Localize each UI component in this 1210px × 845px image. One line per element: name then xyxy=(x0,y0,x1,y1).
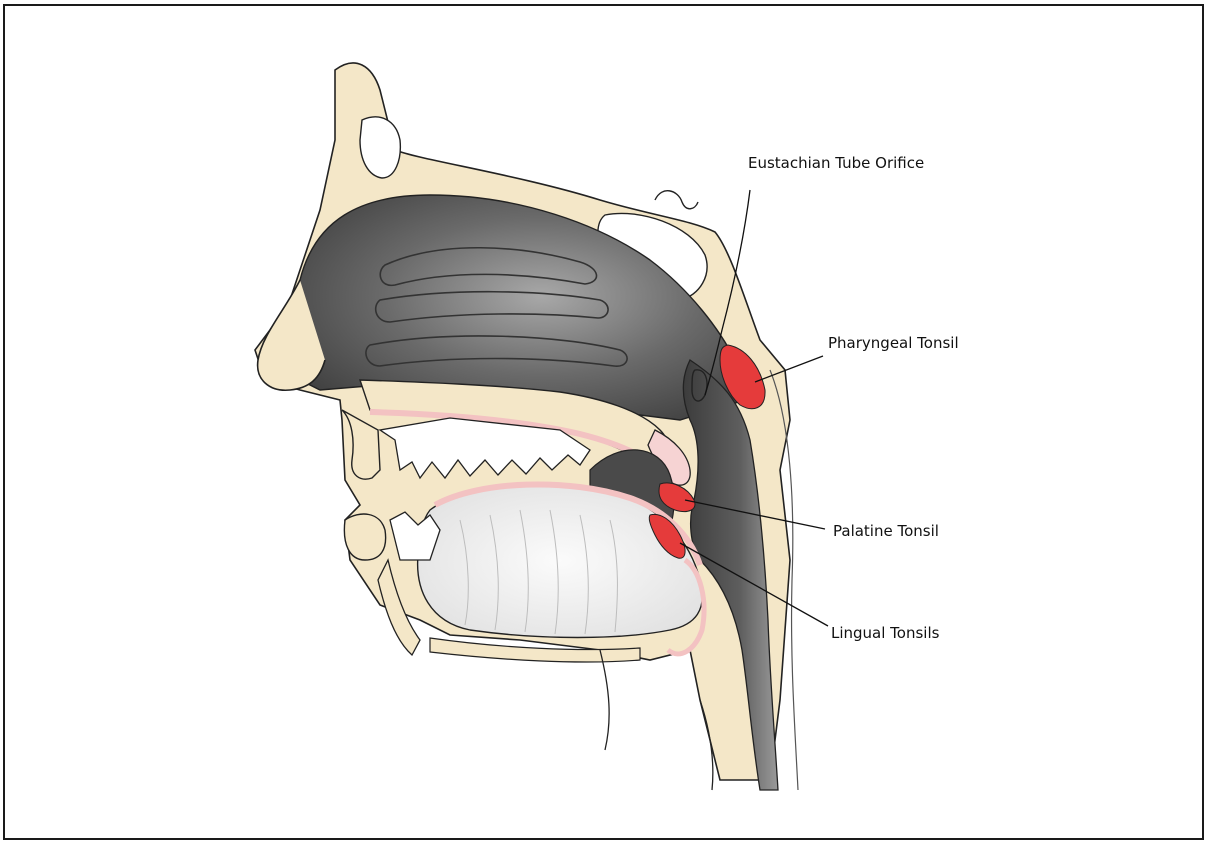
label-pharyngeal-tonsil: Pharyngeal Tonsil xyxy=(828,334,959,352)
sella xyxy=(655,191,698,209)
lower-lip xyxy=(344,514,385,560)
label-palatine-tonsil: Palatine Tonsil xyxy=(833,522,939,540)
label-eustachian-tube-orifice: Eustachian Tube Orifice xyxy=(748,154,924,172)
label-lingual-tonsils: Lingual Tonsils xyxy=(831,624,939,642)
